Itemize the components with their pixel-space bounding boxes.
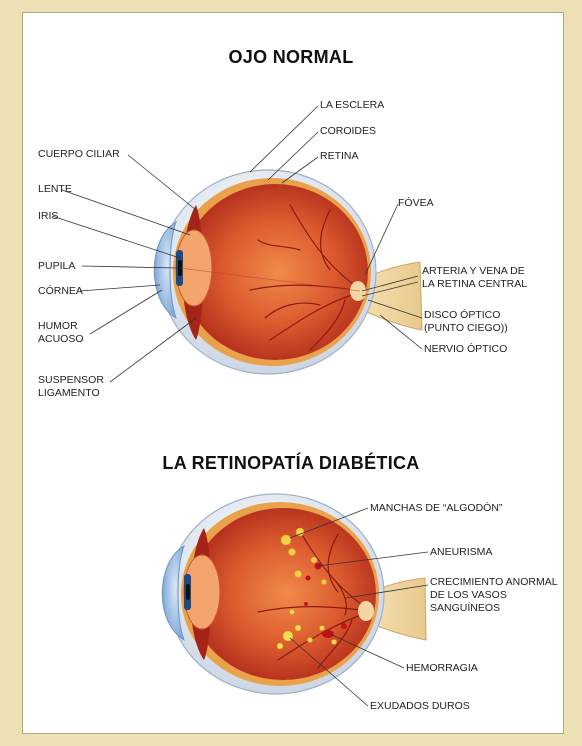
label-coroides: COROIDES (320, 125, 376, 137)
label-lente: LENTE (38, 183, 72, 195)
label-cornea: CÓRNEA (38, 285, 83, 297)
label-nervio: NERVIO ÓPTICO (424, 343, 507, 355)
label-pupila: PUPILA (38, 260, 75, 272)
label-exudados: EXUDADOS DUROS (370, 700, 470, 712)
label-retina: RETINA (320, 150, 359, 162)
label-suspensor-2: LIGAMENTO (38, 387, 100, 399)
label-esclera: LA ESCLERA (320, 99, 384, 111)
label-arteria-2: LA RETINA CENTRAL (422, 278, 527, 290)
label-humor-1: HUMOR (38, 320, 78, 332)
label-suspensor-1: SUSPENSOR (38, 374, 104, 386)
label-humor-2: ACUOSO (38, 333, 84, 345)
label-disco-1: DISCO ÓPTICO (424, 309, 500, 321)
label-iris: IRIS (38, 210, 58, 222)
label-arteria-1: ARTERIA Y VENA DE (422, 265, 525, 277)
label-crecimiento-3: SANGUÍNEOS (430, 602, 500, 614)
label-hemorragia: HEMORRAGIA (406, 662, 478, 674)
diabetic-eye (162, 494, 426, 694)
label-manchas: MANCHAS DE “ALGODÓN” (370, 502, 502, 514)
label-cuerpo-ciliar: CUERPO CILIAR (38, 148, 120, 160)
normal-eye (154, 170, 422, 374)
label-aneurisma: ANEURISMA (430, 546, 492, 558)
title-normal: OJO NORMAL (0, 47, 582, 68)
label-disco-2: (PUNTO CIEGO)) (424, 322, 508, 334)
label-fovea: FÓVEA (398, 197, 434, 209)
title-diabetic: LA RETINOPATÍA DIABÉTICA (0, 453, 582, 474)
label-crecimiento-2: DE LOS VASOS (430, 589, 507, 601)
label-crecimiento-1: CRECIMIENTO ANORMAL (430, 576, 558, 588)
